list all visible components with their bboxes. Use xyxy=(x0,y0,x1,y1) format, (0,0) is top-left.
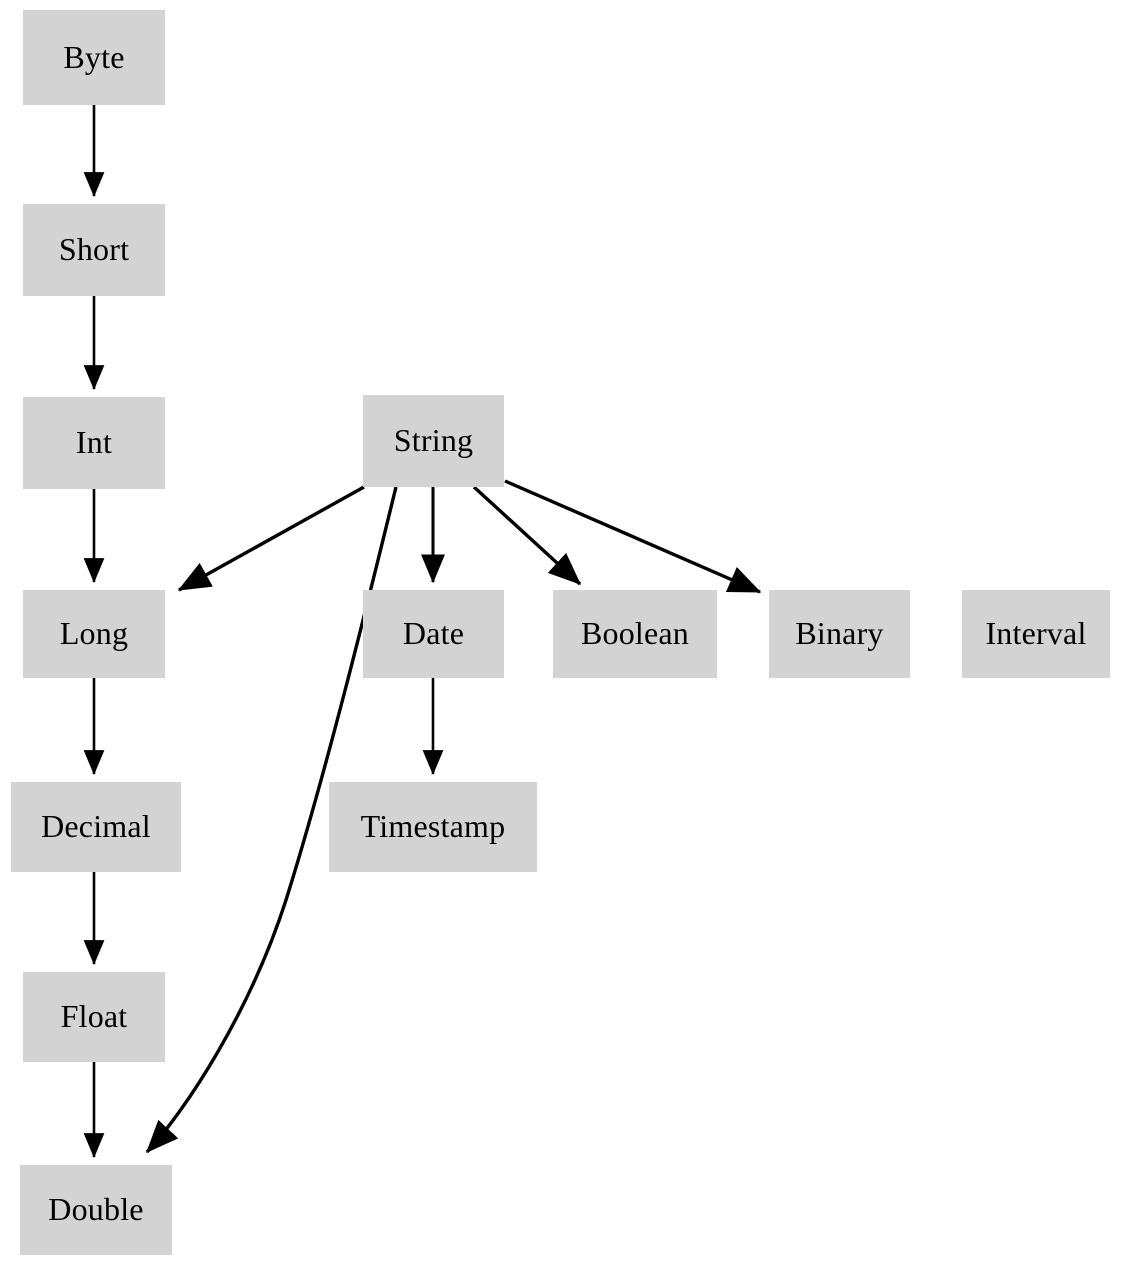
node-date[interactable]: Date xyxy=(363,590,504,678)
node-binary-label: Binary xyxy=(795,615,884,651)
node-timestamp-label: Timestamp xyxy=(360,808,506,844)
node-short[interactable]: Short xyxy=(23,204,165,296)
node-float[interactable]: Float xyxy=(23,972,165,1062)
node-long-label: Long xyxy=(59,615,129,651)
node-byte[interactable]: Byte xyxy=(23,10,165,105)
node-decimal-label: Decimal xyxy=(41,808,151,844)
node-interval-label: Interval xyxy=(985,615,1087,651)
edge-string-binary xyxy=(504,479,762,594)
node-interval[interactable]: Interval xyxy=(962,590,1110,678)
node-double[interactable]: Double xyxy=(20,1165,172,1255)
node-float-label: Float xyxy=(60,998,128,1034)
node-double-label: Double xyxy=(48,1191,144,1227)
edge-string-boolean xyxy=(472,485,582,586)
node-short-label: Short xyxy=(58,231,130,267)
node-long[interactable]: Long xyxy=(23,590,165,678)
node-string[interactable]: String xyxy=(363,395,504,487)
node-int-label: Int xyxy=(75,424,113,460)
node-boolean[interactable]: Boolean xyxy=(553,590,717,678)
edge-string-long xyxy=(177,485,365,592)
node-timestamp[interactable]: Timestamp xyxy=(329,782,537,872)
node-boolean-label: Boolean xyxy=(580,615,690,651)
node-decimal[interactable]: Decimal xyxy=(11,782,181,872)
node-byte-label: Byte xyxy=(63,38,125,75)
node-string-label: String xyxy=(393,422,474,458)
node-binary[interactable]: Binary xyxy=(769,590,910,678)
node-int[interactable]: Int xyxy=(23,397,165,489)
node-date-label: Date xyxy=(402,615,465,651)
